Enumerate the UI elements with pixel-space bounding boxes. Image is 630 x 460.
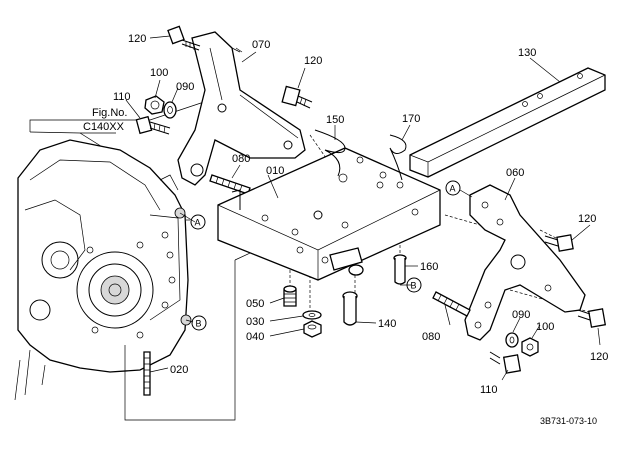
bar-130	[409, 67, 606, 178]
callout-040: 040	[246, 331, 264, 343]
washer-030	[302, 310, 322, 320]
pin-140	[342, 291, 358, 326]
washer-090-bottom	[505, 332, 519, 348]
stud-080-top	[209, 174, 251, 195]
fig-ref-title: Fig.No.	[92, 107, 127, 119]
stud-020	[143, 351, 151, 396]
bolt-120-right	[544, 234, 574, 252]
callout-170: 170	[402, 113, 420, 125]
bolt-110-top	[135, 115, 171, 135]
callout-050: 050	[246, 298, 264, 310]
callout-120-bottom: 120	[590, 351, 608, 363]
leader-lines	[125, 35, 601, 381]
callout-100-bottom: 100	[536, 321, 554, 333]
bracket-060	[464, 184, 586, 341]
fig-ref-code: C140XX	[83, 121, 125, 133]
callout-020: 020	[170, 364, 188, 376]
bolt-110-bottom	[489, 351, 522, 374]
bolt-120-mid	[281, 85, 313, 109]
callout-110-top: 110	[113, 91, 131, 103]
bracket-070	[177, 31, 306, 186]
callout-labels: 120 070 120 130 100 090 110 150 170 080 …	[113, 33, 608, 396]
marker-b-left: B	[191, 315, 207, 331]
callout-120-top: 120	[128, 33, 146, 45]
bolt-120-bottom	[577, 308, 607, 328]
transmission-housing	[14, 139, 192, 401]
callout-160: 160	[420, 261, 438, 273]
callout-060: 060	[506, 167, 524, 179]
callout-110-bottom: 110	[480, 384, 498, 396]
callout-080-bottom: 080	[422, 331, 440, 343]
plate-010	[217, 147, 441, 281]
nut-100-bottom	[521, 337, 539, 357]
callout-120-mid: 120	[304, 55, 322, 67]
marker-b-left-label: B	[196, 319, 202, 329]
callout-100-top: 100	[150, 67, 168, 79]
marker-a-left-label: A	[195, 218, 201, 228]
stud-080-bottom	[432, 291, 471, 317]
nut-040	[303, 320, 322, 338]
hair-pin-150	[314, 129, 348, 183]
callout-010: 010	[266, 165, 284, 177]
callout-090-bottom: 090	[512, 309, 530, 321]
callout-130: 130	[518, 47, 536, 59]
callout-140: 140	[378, 318, 396, 330]
bolt-050	[283, 285, 297, 307]
marker-a-left: A	[186, 214, 206, 230]
bolt-120-top	[167, 25, 201, 51]
nut-100-top	[144, 95, 165, 115]
marker-a-right-label: A	[450, 184, 456, 194]
callout-120-right: 120	[578, 213, 596, 225]
drawing-code: 3B731-073-10	[540, 416, 597, 426]
callout-070: 070	[252, 39, 270, 51]
figure-reference: Fig.No. C140XX	[29, 107, 156, 181]
pin-160	[393, 254, 407, 285]
callout-090-top: 090	[176, 81, 194, 93]
pin-170	[389, 134, 407, 181]
callout-030: 030	[246, 316, 264, 328]
marker-b-right-label: B	[411, 281, 417, 291]
marker-a-right: A	[445, 180, 473, 198]
callout-150: 150	[326, 114, 344, 126]
washer-090-top	[163, 101, 177, 119]
callout-080-top: 080	[232, 153, 250, 165]
marker-b-right: B	[406, 277, 422, 293]
